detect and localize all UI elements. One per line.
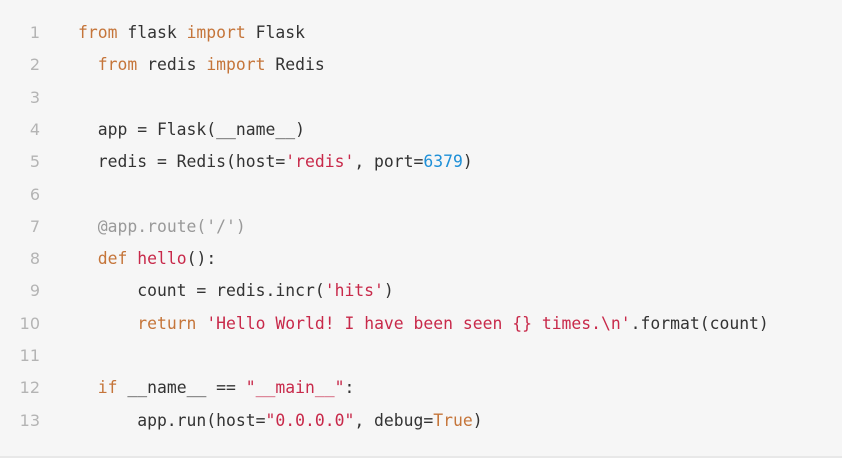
code-token-plain: .format(count)	[630, 313, 769, 333]
code-token-fn: hello	[137, 249, 187, 269]
code-token-plain	[78, 217, 98, 236]
code-token-kw: if	[97, 378, 118, 398]
line-number: 2	[29, 55, 40, 75]
code-token-str: "0.0.0.0"	[265, 410, 355, 430]
code-token-plain: :	[344, 378, 355, 398]
code-line: 13 app.run(host="0.0.0.0", debug=True)	[0, 405, 842, 437]
code-token-plain	[78, 249, 98, 268]
code-line: 8 def hello():	[0, 243, 842, 275]
code-line: 2 from redis import Redis	[0, 49, 842, 81]
code-token-kw: import	[186, 23, 246, 42]
code-token-plain: redis	[137, 55, 207, 75]
code-token-str: "__main__"	[245, 378, 345, 398]
line-number: 4	[29, 119, 40, 139]
line-number: 11	[19, 346, 40, 365]
code-token-str: 'Hello World! I have been seen {} times.…	[206, 313, 631, 333]
line-number: 10	[19, 313, 40, 333]
code-token-kw: from	[78, 23, 118, 42]
code-token-num: 6379	[423, 152, 463, 172]
code-token-plain: )	[472, 410, 483, 430]
code-line: 5 redis = Redis(host='redis', port=6379)	[0, 146, 842, 178]
code-line: 1 from flask import Flask	[0, 17, 842, 49]
code-content: app = Flask(__name__)	[78, 114, 305, 146]
code-token-plain: )	[383, 281, 394, 301]
code-token-plain	[78, 314, 137, 333]
code-token-plain	[78, 55, 98, 74]
code-token-plain: , debug=	[354, 410, 434, 430]
code-token-plain	[127, 249, 137, 268]
code-line: 11	[0, 340, 842, 372]
code-content: redis = Redis(host='redis', port=6379)	[78, 146, 473, 178]
code-line: 12 if __name__ == "__main__":	[0, 372, 842, 404]
code-token-plain: redis = Redis(host=	[78, 152, 286, 172]
code-token-plain	[78, 378, 98, 397]
code-content: app.run(host="0.0.0.0", debug=True)	[78, 405, 483, 437]
code-token-str: 'redis'	[285, 152, 355, 172]
code-line: 4 app = Flask(__name__)	[0, 114, 842, 146]
line-number: 7	[29, 216, 40, 236]
code-token-dec: @app.route('/')	[97, 216, 246, 236]
code-line: 3	[0, 82, 842, 114]
code-token-kw: from	[97, 55, 138, 75]
line-number: 6	[29, 184, 40, 204]
code-line: 10 return 'Hello World! I have been seen…	[0, 308, 842, 340]
line-number: 13	[19, 410, 40, 430]
code-content: from flask import Flask	[78, 17, 305, 49]
code-token-str: 'hits'	[324, 281, 384, 301]
line-number: 3	[29, 87, 40, 107]
code-token-plain: count = redis.incr(	[78, 281, 325, 301]
code-content: return 'Hello World! I have been seen {}…	[78, 308, 769, 340]
code-content: @app.route('/')	[78, 211, 246, 243]
code-token-plain: app.run(host=	[78, 410, 266, 430]
code-content: count = redis.incr('hits')	[78, 275, 394, 307]
code-line: 7 @app.route('/')	[0, 211, 842, 243]
code-token-plain	[196, 314, 206, 333]
code-line: 9 count = redis.incr('hits')	[0, 275, 842, 307]
code-token-plain: Flask	[245, 23, 305, 42]
code-token-kw: def	[97, 249, 128, 269]
code-token-plain: ():	[186, 249, 217, 269]
code-token-plain: , port=	[354, 152, 424, 172]
code-token-kw: True	[433, 410, 473, 430]
line-number: 9	[29, 281, 40, 301]
line-number: 5	[29, 152, 40, 172]
code-content: def hello():	[78, 243, 216, 275]
code-token-plain: Redis	[265, 55, 325, 75]
code-content: if __name__ == "__main__":	[78, 372, 355, 404]
code-token-plain: __name__ ==	[117, 378, 246, 398]
code-token-kw: return	[137, 313, 197, 333]
code-line: 6	[0, 179, 842, 211]
line-number: 1	[29, 23, 40, 42]
code-token-kw: import	[206, 55, 266, 75]
code-content: from redis import Redis	[78, 49, 325, 81]
line-number: 12	[19, 378, 40, 398]
code-token-plain: flask	[117, 23, 187, 42]
code-token-plain: app = Flask(__name__)	[78, 119, 305, 139]
line-number: 8	[29, 249, 40, 269]
code-token-plain: )	[462, 152, 473, 172]
